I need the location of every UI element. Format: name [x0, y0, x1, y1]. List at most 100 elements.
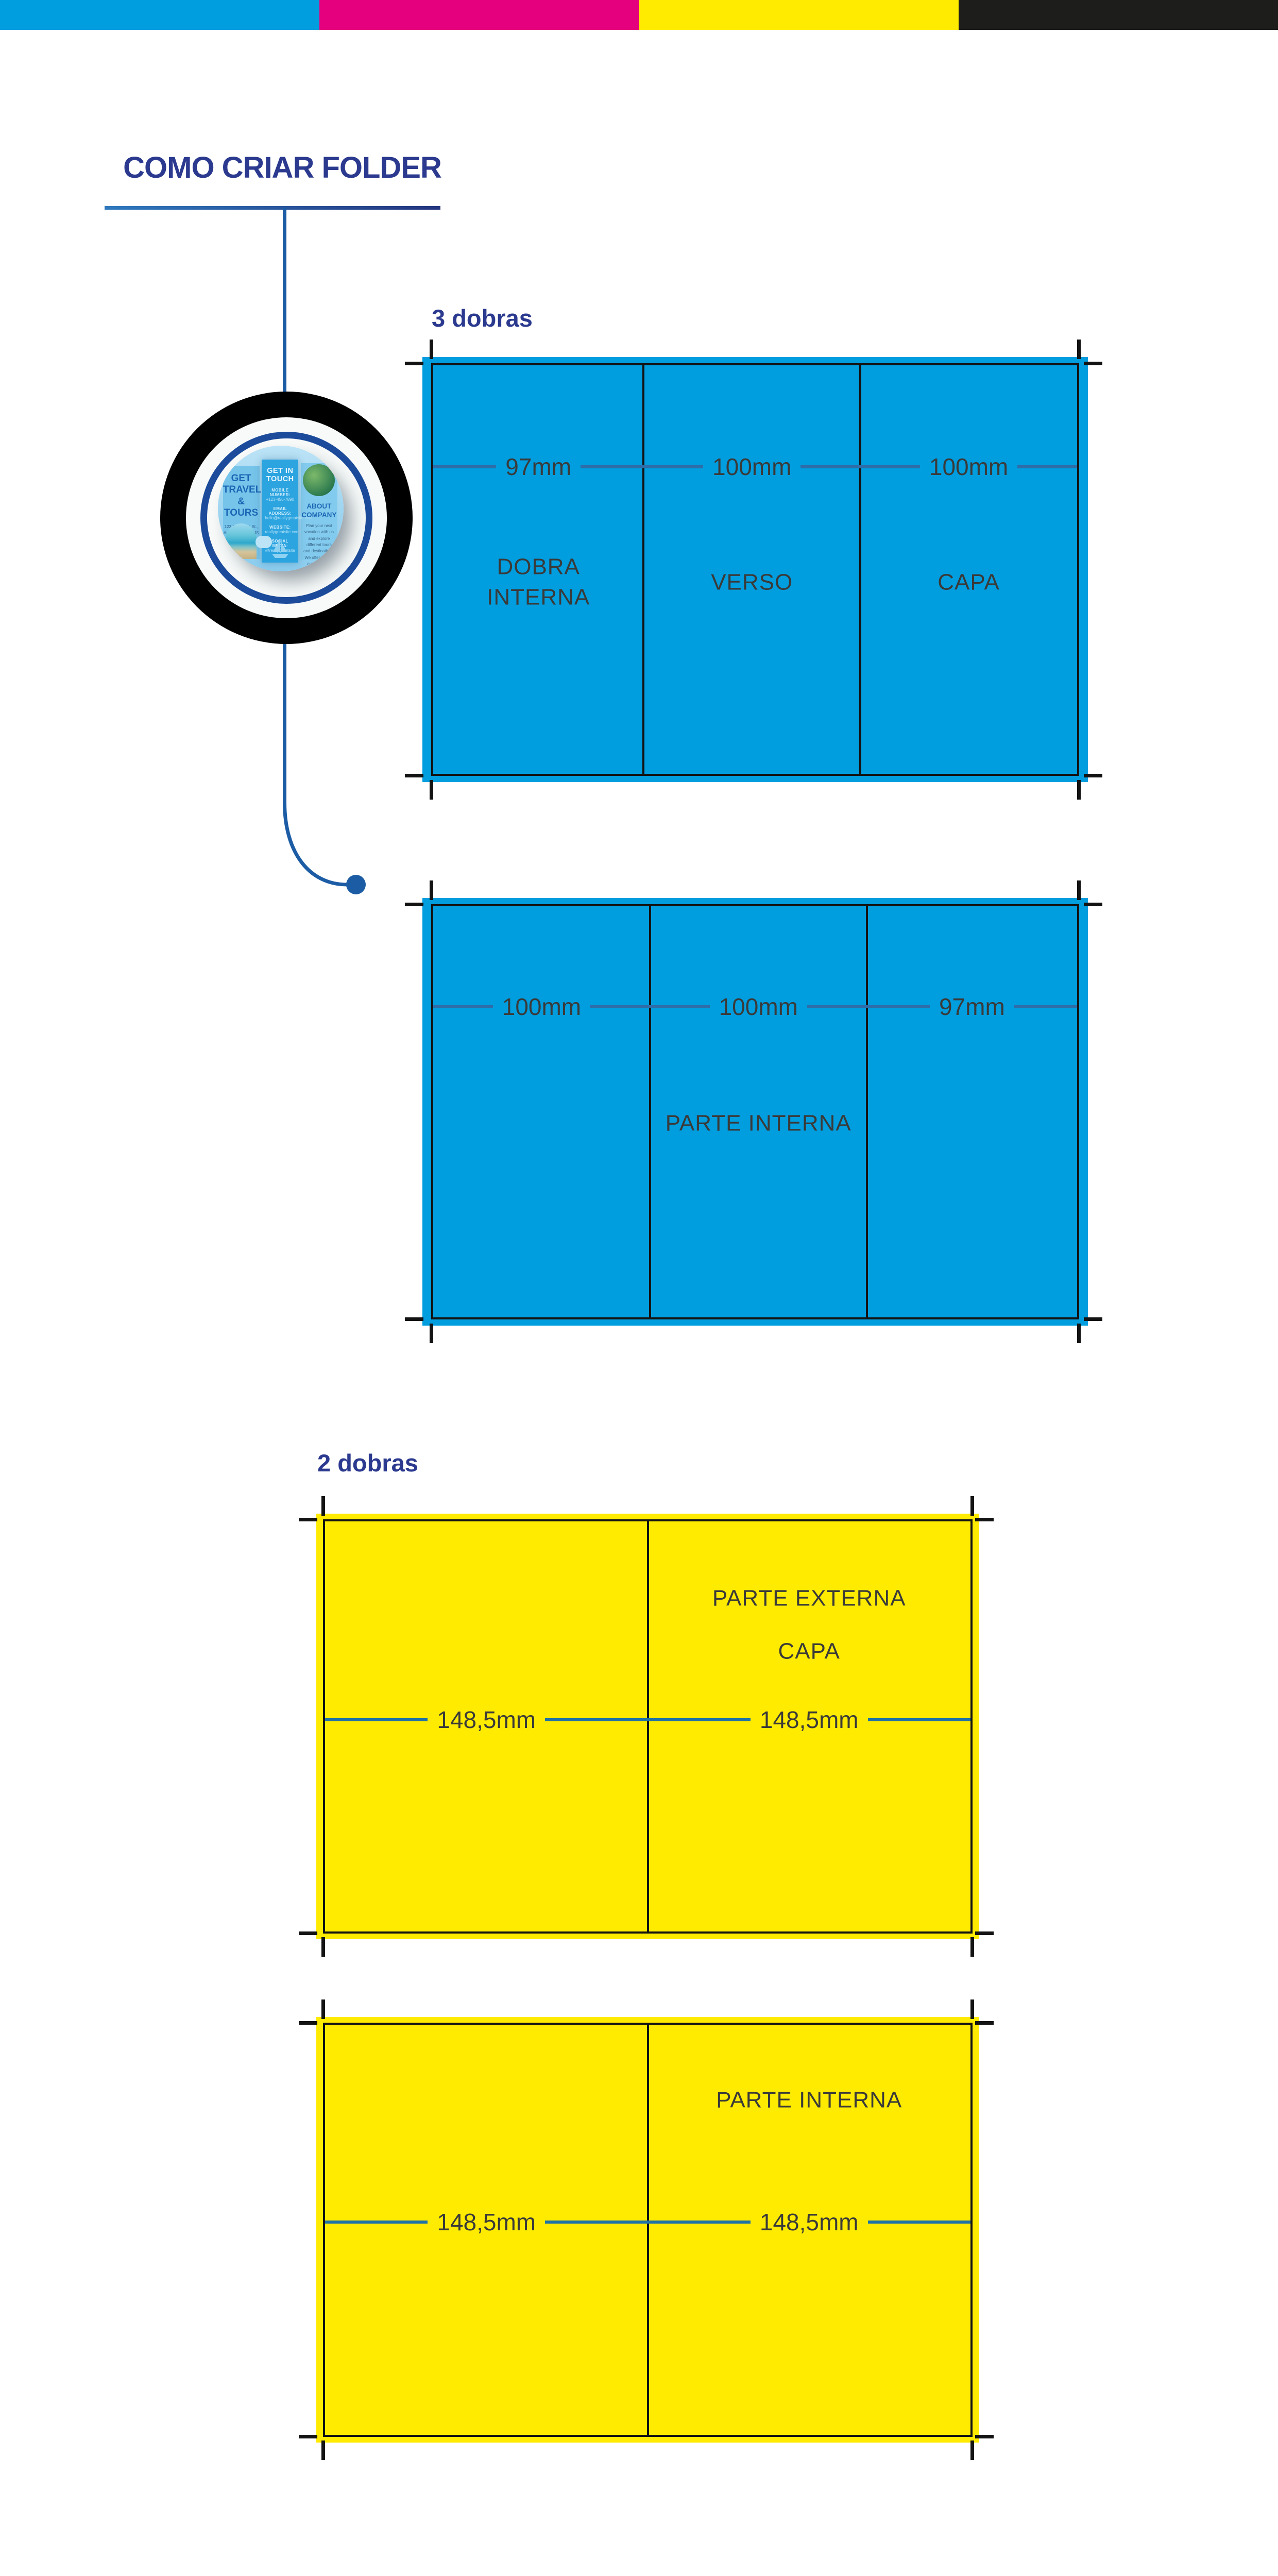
crop-mark — [430, 780, 433, 800]
panel-caption: PARTE INTERNA — [716, 2087, 902, 2113]
fold-line — [646, 1521, 649, 1931]
crop-mark — [1084, 362, 1102, 365]
panel-left: 148,5mm — [325, 1521, 648, 1931]
dimension-line — [647, 1718, 751, 1721]
yellow-swatch — [639, 0, 959, 30]
cyan-swatch — [0, 0, 320, 30]
crop-mark — [970, 1999, 974, 2019]
dimension-line — [800, 465, 861, 468]
trim-box: 97mm DOBRA INTERNA 100mm VERSO 100mm CAP… — [431, 363, 1079, 776]
brochure-left-title: GET TRAVEL & TOURS — [223, 473, 262, 519]
brochure-right-body: Plan your next vacation with us and expl… — [303, 523, 335, 571]
panel-parte-interna: 100mm PARTE INTERNA — [650, 906, 867, 1317]
panel-parte-externa-capa: PARTE EXTERNA CAPA 148,5mm — [647, 1521, 970, 1931]
fold-line — [865, 906, 868, 1317]
crop-mark — [1077, 1324, 1081, 1343]
panel-capa: 100mm CAPA — [860, 365, 1077, 774]
dimension-line — [545, 1718, 648, 1721]
panel-width-label: 97mm — [939, 993, 1005, 1020]
panel-verso: 100mm VERSO — [643, 365, 861, 774]
panel-left: 100mm — [433, 906, 650, 1317]
dimension-line — [433, 465, 497, 468]
crop-mark — [970, 1496, 974, 1516]
crop-mark — [321, 1999, 325, 2019]
section-label-3-dobras: 3 dobras — [432, 304, 533, 332]
panel-width-label: 100mm — [929, 453, 1009, 480]
crop-mark — [970, 2441, 974, 2460]
crop-mark — [1084, 1317, 1102, 1321]
crop-mark — [975, 1931, 994, 1935]
crop-mark — [1077, 880, 1081, 900]
dimension-line — [1017, 465, 1077, 468]
fold-line — [649, 906, 651, 1317]
crop-mark — [975, 2435, 994, 2438]
panel-caption: VERSO — [711, 569, 793, 595]
sailboat-icon — [271, 539, 288, 558]
dimension-line — [1014, 1005, 1077, 1008]
dimension-line — [650, 1005, 710, 1008]
dimension-line — [643, 465, 704, 468]
cmyk-bar-top — [0, 0, 1278, 30]
dimension-line — [866, 1005, 930, 1008]
crop-mark — [321, 2441, 325, 2460]
panel-left: 148,5mm — [325, 2025, 648, 2435]
contact-value: reallygreatsite.com — [265, 529, 300, 534]
contact-label: MOBILE NUMBER: — [269, 487, 291, 497]
dimension-line — [325, 1718, 428, 1721]
crop-mark — [975, 2021, 994, 2025]
magenta-swatch — [319, 0, 639, 30]
dimension-line — [590, 1005, 650, 1008]
dimension-line — [860, 465, 920, 468]
contact-value: +123-456-7890 — [266, 497, 295, 502]
panel-caption: PARTE INTERNA — [665, 1110, 851, 1136]
wave-decoration — [255, 535, 272, 548]
crop-mark — [405, 1317, 423, 1321]
crop-mark — [321, 1937, 325, 1957]
bifold-outer-sheet: 148,5mm PARTE EXTERNA CAPA 148,5mm — [299, 1496, 994, 1957]
crop-mark — [405, 362, 423, 365]
dimension-indicator: 100mm — [650, 993, 867, 1021]
panel-right: 97mm — [866, 906, 1077, 1317]
brochure-center-title: GET IN TOUCH — [266, 466, 294, 483]
palm-photo-circle — [303, 464, 335, 497]
dimension-line — [545, 2221, 648, 2224]
dimension-line — [867, 1718, 970, 1721]
panel-width-label: 100mm — [719, 993, 798, 1020]
crop-mark — [970, 1937, 974, 1957]
panel-width-label: 100mm — [502, 993, 582, 1020]
panel-width-label: 148,5mm — [437, 2209, 536, 2235]
crop-mark — [299, 1931, 317, 1935]
brochure-preview-photo: GET TRAVEL & TOURS 123 Anywhere St., Any… — [218, 446, 344, 571]
crop-mark — [321, 1496, 325, 1516]
bifold-inner-sheet: 148,5mm PARTE INTERNA 148,5mm — [299, 1999, 994, 2460]
dimension-indicator: 100mm — [643, 453, 861, 481]
contact-value: hello@reallygreatsite.com — [265, 515, 313, 520]
black-swatch — [958, 0, 1278, 30]
panel-caption: DOBRA INTERNA — [487, 554, 590, 610]
connector-dot — [346, 875, 366, 894]
panel-caption: CAPA — [938, 569, 1000, 595]
dimension-line — [647, 2221, 751, 2224]
brochure-right-title: ABOUT COMPANY — [301, 502, 337, 519]
panel-dobra-interna: 97mm DOBRA INTERNA — [433, 365, 644, 774]
fold-line — [859, 365, 862, 774]
trim-box: 148,5mm PARTE EXTERNA CAPA 148,5mm — [323, 1519, 973, 1934]
brochure-left-panel: GET TRAVEL & TOURS 123 Anywhere St., Any… — [223, 466, 262, 559]
trim-box: 100mm 100mm PARTE INTERNA 97mm — [431, 904, 1079, 1319]
crop-mark — [430, 340, 433, 359]
brochure-right-panel: ABOUT COMPANY Plan your next vacation wi… — [301, 463, 337, 571]
section-label-2-dobras: 2 dobras — [317, 1449, 418, 1477]
crop-mark — [1077, 340, 1081, 359]
crop-mark — [299, 2021, 317, 2025]
dimension-line — [433, 1005, 493, 1008]
panel-width-label: 148,5mm — [437, 1706, 536, 1733]
crop-mark — [405, 903, 423, 906]
panel-width-label: 100mm — [712, 453, 792, 480]
contact-label: WEBSITE: — [269, 524, 291, 530]
dimension-line — [325, 2221, 428, 2224]
crop-mark — [299, 2435, 317, 2438]
panel-caption: PARTE EXTERNA — [712, 1585, 906, 1611]
dimension-indicator: 100mm — [433, 993, 650, 1021]
crop-mark — [430, 1324, 433, 1343]
trifold-inner-sheet: 100mm 100mm PARTE INTERNA 97mm — [405, 880, 1102, 1343]
